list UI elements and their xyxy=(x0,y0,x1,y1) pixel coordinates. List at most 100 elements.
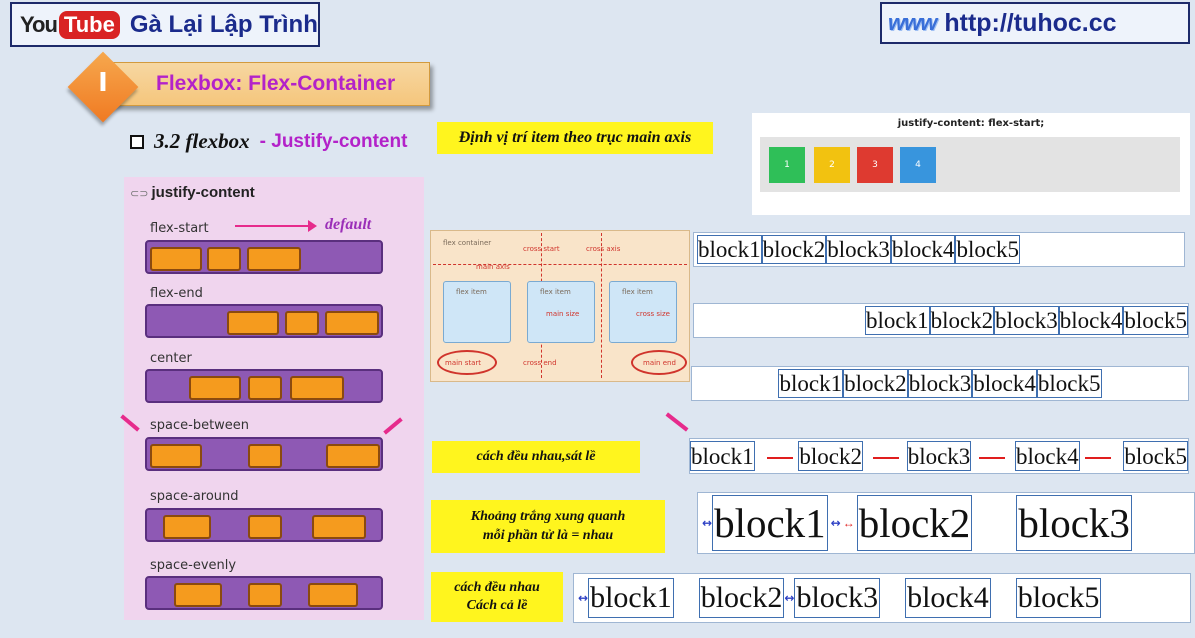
block-item: block3 xyxy=(994,306,1059,335)
double-arrow-icon: ↔ xyxy=(830,516,841,530)
pink-pointer-icon xyxy=(665,412,689,432)
panel-title: ⊂⊃justify-content xyxy=(130,184,255,201)
block-row-space-evenly: ↔ block1 block2 ↔ block3 block4 block5 xyxy=(573,573,1191,623)
gap-arrow-icon xyxy=(873,457,899,459)
diagram-flex-item: flex item xyxy=(443,281,511,343)
block-item: block2 xyxy=(761,235,827,264)
diagram-flex-item: flex item cross size xyxy=(609,281,677,343)
note-space-around-line2: mỗi phần tử là = nhau xyxy=(482,527,614,543)
demo-item xyxy=(163,515,211,539)
block-item: block4 xyxy=(1058,306,1124,335)
label-flex-item: flex item xyxy=(622,288,653,296)
demo-bar-space-around xyxy=(145,508,383,542)
block-item: block1 xyxy=(697,235,762,264)
diagram-flex-item: flex item main size xyxy=(527,281,595,343)
sub-heading-number: 3.2 flexbox xyxy=(154,129,250,153)
block-item: block5 xyxy=(1123,441,1188,471)
block-item: block3 xyxy=(906,441,972,471)
example-box-4: 4 xyxy=(900,147,936,183)
example-box-1: 1 xyxy=(769,147,805,183)
row-label-space-evenly: space-evenly xyxy=(150,558,237,573)
row-label-space-around: space-around xyxy=(150,489,239,504)
demo-item xyxy=(248,376,282,400)
block-item: block5 xyxy=(1123,306,1188,335)
youtube-logo-tube: Tube xyxy=(58,10,120,39)
link-icon: ⊂⊃ xyxy=(130,188,149,200)
demo-item xyxy=(174,583,222,607)
label-cross-end: cross end xyxy=(523,359,557,367)
sub-heading-title: - Justify-content xyxy=(259,130,408,152)
demo-item xyxy=(290,376,344,400)
demo-bar-space-evenly xyxy=(145,576,383,610)
block-row-flex-start: block1 block2 block3 block4 block5 xyxy=(693,232,1185,267)
example-box-3: 3 xyxy=(857,147,893,183)
note-space-around-line1: Khoảng trắng xung quanh xyxy=(470,509,626,525)
panel-title-text: justify-content xyxy=(151,184,255,201)
main-axis-line xyxy=(433,264,687,265)
default-arrowhead-icon xyxy=(308,220,317,232)
block-item: block1 xyxy=(778,369,844,398)
flexbox-axis-diagram: flex container cross start cross axis ma… xyxy=(430,230,690,382)
block-item: block2 xyxy=(798,441,863,471)
youtube-logo: You Tube xyxy=(20,10,120,39)
note-space-between: cách đều nhau,sát lề xyxy=(432,441,640,473)
note-main-axis: Định vị trí item theo trục main axis xyxy=(437,122,713,154)
block-row-space-around: ↔ block1 ↔ ↔ block2 block3 xyxy=(697,492,1195,554)
bullet-box-icon xyxy=(130,134,144,149)
demo-item xyxy=(308,583,358,607)
note-space-evenly-line1: cách đều nhau xyxy=(454,579,540,595)
demo-item xyxy=(285,311,319,335)
demo-item xyxy=(150,444,202,468)
block-item: block1 xyxy=(588,578,674,618)
demo-bar-flex-start xyxy=(145,240,383,274)
block-item: block1 xyxy=(712,495,828,551)
main-start-circle xyxy=(437,350,497,375)
demo-item xyxy=(248,515,282,539)
demo-item xyxy=(248,583,282,607)
note-space-around: Khoảng trắng xung quanh mỗi phần tử là =… xyxy=(431,500,665,553)
section-title-bar xyxy=(95,62,430,106)
label-cross-size: cross size xyxy=(636,310,670,318)
demo-bar-flex-end xyxy=(145,304,383,338)
gap-arrow-icon xyxy=(767,457,793,459)
red-double-arrow-icon: ↔ xyxy=(842,516,855,530)
label-flex-container: flex container xyxy=(443,239,492,247)
cross-axis-line xyxy=(601,233,602,378)
double-arrow-icon: ↔ xyxy=(578,591,589,605)
label-flex-item: flex item xyxy=(456,288,487,296)
section-number: I xyxy=(98,68,108,98)
block-item: block4 xyxy=(905,578,991,618)
block-item: block1 xyxy=(690,441,755,471)
label-main-axis: main axis xyxy=(476,263,510,271)
channel-brand: You Tube Gà Lại Lập Trình xyxy=(10,2,320,47)
block-item: block5 xyxy=(1036,369,1102,398)
youtube-logo-you: You xyxy=(20,11,58,37)
example-title: justify-content: flex-start; xyxy=(897,118,1045,129)
demo-item xyxy=(189,376,241,400)
block-item: block5 xyxy=(1015,578,1102,618)
www-globe-icon: www xyxy=(888,10,937,35)
default-arrow-icon xyxy=(235,225,313,227)
block-item: block2 xyxy=(929,306,995,335)
block-item: block2 xyxy=(856,495,973,551)
demo-item xyxy=(326,444,380,468)
label-main-start: main start xyxy=(445,359,482,367)
website-url: http://tuhoc.cc xyxy=(944,8,1117,37)
example-box-2: 2 xyxy=(814,147,850,183)
demo-item xyxy=(248,444,282,468)
block-item: block2 xyxy=(843,369,908,398)
demo-bar-center xyxy=(145,369,383,403)
block-item: block2 xyxy=(698,578,785,618)
block-row-center: block1 block2 block3 block4 block5 xyxy=(691,366,1189,401)
label-main-size: main size xyxy=(546,310,580,318)
block-item: block5 xyxy=(955,235,1021,264)
row-label-flex-end: flex-end xyxy=(150,286,203,301)
block-row-flex-end: block1 block2 block3 block4 block5 xyxy=(693,303,1189,338)
block-item: block3 xyxy=(907,369,973,398)
sub-heading: 3.2 flexbox - Justify-content xyxy=(130,129,407,154)
default-label: default xyxy=(325,216,372,233)
block-item: block3 xyxy=(826,235,891,264)
double-arrow-icon: ↔ xyxy=(702,516,713,530)
double-arrow-icon: ↔ xyxy=(784,591,795,605)
demo-item xyxy=(312,515,366,539)
